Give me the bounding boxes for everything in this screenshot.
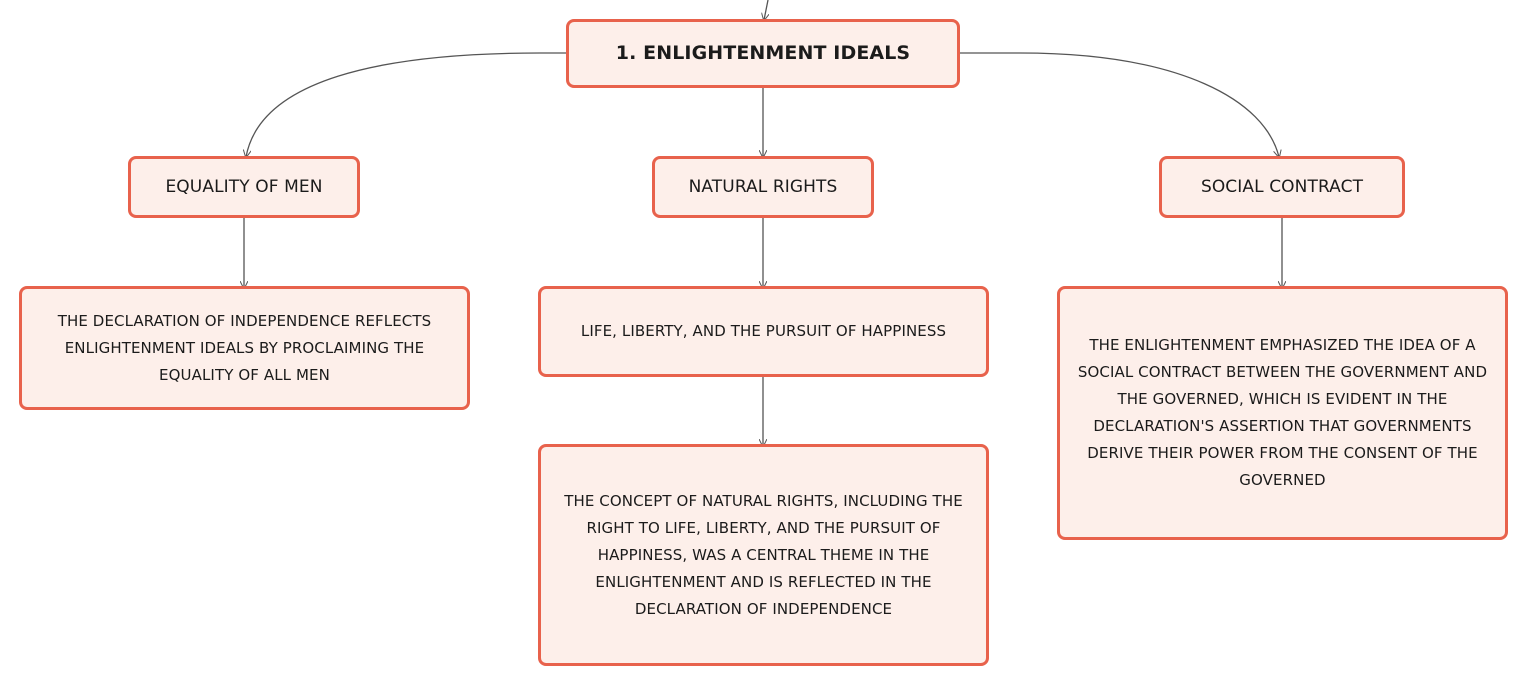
detail-node-social-contract[interactable]: THE ENLIGHTENMENT EMPHASIZED THE IDEA OF…: [1057, 286, 1508, 540]
branch-node-label: NATURAL RIGHTS: [688, 176, 838, 197]
connector-from-parent: [764, 0, 768, 20]
branch-node-social-contract[interactable]: SOCIAL CONTRACT: [1159, 156, 1405, 218]
root-node[interactable]: 1. ENLIGHTENMENT IDEALS: [566, 19, 960, 88]
detail-node-text: THE DECLARATION OF INDEPENDENCE REFLECTS…: [57, 311, 432, 384]
connector-root-to-social-contract: [958, 52, 1279, 157]
connector-root-to-equality: [246, 52, 568, 157]
branch-node-equality-of-men[interactable]: EQUALITY OF MEN: [128, 156, 360, 218]
detail-node-text: THE ENLIGHTENMENT EMPHASIZED THE IDEA OF…: [1077, 336, 1488, 489]
branch-node-natural-rights[interactable]: NATURAL RIGHTS: [652, 156, 874, 218]
detail-node-natural-rights-2[interactable]: THE CONCEPT OF NATURAL RIGHTS, INCLUDING…: [538, 444, 989, 666]
root-node-label: 1. ENLIGHTENMENT IDEALS: [615, 42, 911, 64]
detail-node-text: LIFE, LIBERTY, AND THE PURSUIT OF HAPPIN…: [580, 322, 947, 340]
detail-node-equality-of-men[interactable]: THE DECLARATION OF INDEPENDENCE REFLECTS…: [19, 286, 470, 410]
detail-node-text: THE CONCEPT OF NATURAL RIGHTS, INCLUDING…: [564, 491, 963, 618]
detail-node-natural-rights-1[interactable]: LIFE, LIBERTY, AND THE PURSUIT OF HAPPIN…: [538, 286, 989, 377]
branch-node-label: SOCIAL CONTRACT: [1200, 176, 1364, 197]
branch-node-label: EQUALITY OF MEN: [165, 176, 323, 197]
